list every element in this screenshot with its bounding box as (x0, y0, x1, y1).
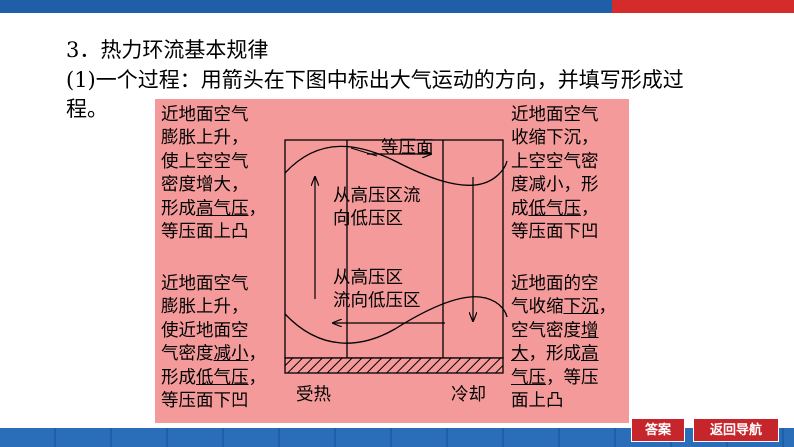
isobar-label: 等压面 (381, 137, 434, 159)
back-to-nav-button[interactable]: 返回导航 (693, 418, 779, 442)
question-line-2: 程。 (66, 95, 108, 123)
top-bar-red (612, 0, 794, 13)
top-color-bar (0, 0, 794, 13)
outer-box (285, 140, 503, 358)
diagram-panel: 近地面空气 膨胀上升， 使上空空气 密度增大， 形成高气压， 等压面上凸 近地面… (155, 99, 629, 423)
section-heading: 3．热力环流基本规律 (66, 36, 268, 64)
answer-button[interactable]: 答案 (631, 418, 685, 442)
cooled-label: 冷却 (451, 384, 486, 406)
heated-label: 受热 (296, 384, 331, 406)
question-line-1: (1)一个过程：用箭头在下图中标出大气运动的方向，并填写形成过 (66, 66, 684, 94)
ground-hatch (285, 358, 503, 373)
upper-flow-label-1: 从高压区流 (333, 185, 421, 207)
upper-flow-label-2: 向低压区 (333, 208, 403, 230)
lower-flow-label-1: 从高压区 (333, 267, 403, 289)
top-bar-blue (0, 0, 612, 13)
lower-flow-label-2: 流向低压区 (333, 290, 421, 312)
